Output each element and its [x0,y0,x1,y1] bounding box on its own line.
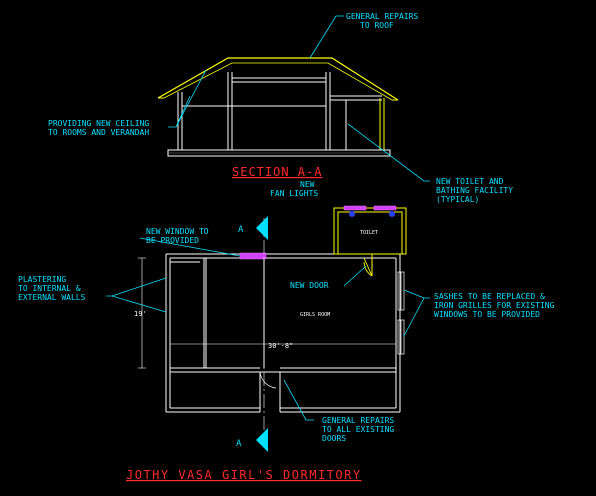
note-window-line1: NEW WINDOW TO [146,227,209,236]
window-sashes [397,271,405,355]
dimension-lines [138,257,397,369]
section-leaders [168,15,430,182]
section-walls [177,72,382,150]
roof-outline [157,57,399,101]
plan-leaders [106,237,430,421]
section-arrow-top [256,216,268,240]
section-arrow-bottom [256,428,268,452]
note-doors-line3: DOORS [322,434,346,443]
new-window [239,252,267,260]
fixture-right [389,211,395,217]
note-toilet-line3: (TYPICAL) [436,195,479,204]
note-doors-line1: GENERAL REPAIRS [322,416,394,425]
note-plaster-line3: EXTERNAL WALLS [18,293,86,302]
dimension-width: 30'-8" [268,342,293,350]
note-toilet-line1: NEW TOILET AND [436,177,504,186]
note-plaster-line1: PLASTERING [18,275,66,284]
note-sashes-line3: WINDOWS TO BE PROVIDED [434,310,540,319]
note-ceiling-line1: PROVIDING NEW CEILING [48,119,149,128]
existing-door-swing [259,371,277,389]
note-roof-line1: GENERAL REPAIRS [346,12,418,21]
note-window-line2: BE PROVIDED [146,236,199,245]
label-toilet: TOILET [360,230,378,236]
fanlight-left [343,205,367,211]
note-ceiling-line2: TO ROOMS AND VERANDAH [48,128,149,137]
note-new-door: NEW DOOR [290,281,329,290]
toilet-block [333,207,407,276]
section-cut-line [256,216,268,452]
new-door-swing [363,257,373,277]
roof-underside [163,62,393,101]
note-toilet-line2: BATHING FACILITY [436,186,513,195]
note-roof-line2: TO ROOF [360,21,394,30]
note-plaster-line2: TO INTERNAL & [18,284,81,293]
section-marker-bottom: A [236,439,242,449]
section-elevation [157,57,399,157]
section-title: SECTION A-A [232,165,322,179]
drawing-title: JOTHY VASA GIRL'S DORMITORY [126,468,362,482]
dimension-height: 19' [134,310,147,318]
note-fanlights-line2: FAN LIGHTS [270,189,318,198]
note-fanlights-line1: NEW [300,180,315,189]
fixture-left [349,211,355,217]
label-girls-room: GIRLS ROOM [300,312,330,318]
plan-walls [165,253,401,413]
note-sashes-line1: SASHES TO BE REPLACED & [434,292,545,301]
note-doors-line2: TO ALL EXISTING [322,425,394,434]
fanlight-right [373,205,397,211]
section-marker-top: A [238,225,244,235]
note-sashes-line2: IRON GRILLES FOR EXISTING [434,301,555,310]
